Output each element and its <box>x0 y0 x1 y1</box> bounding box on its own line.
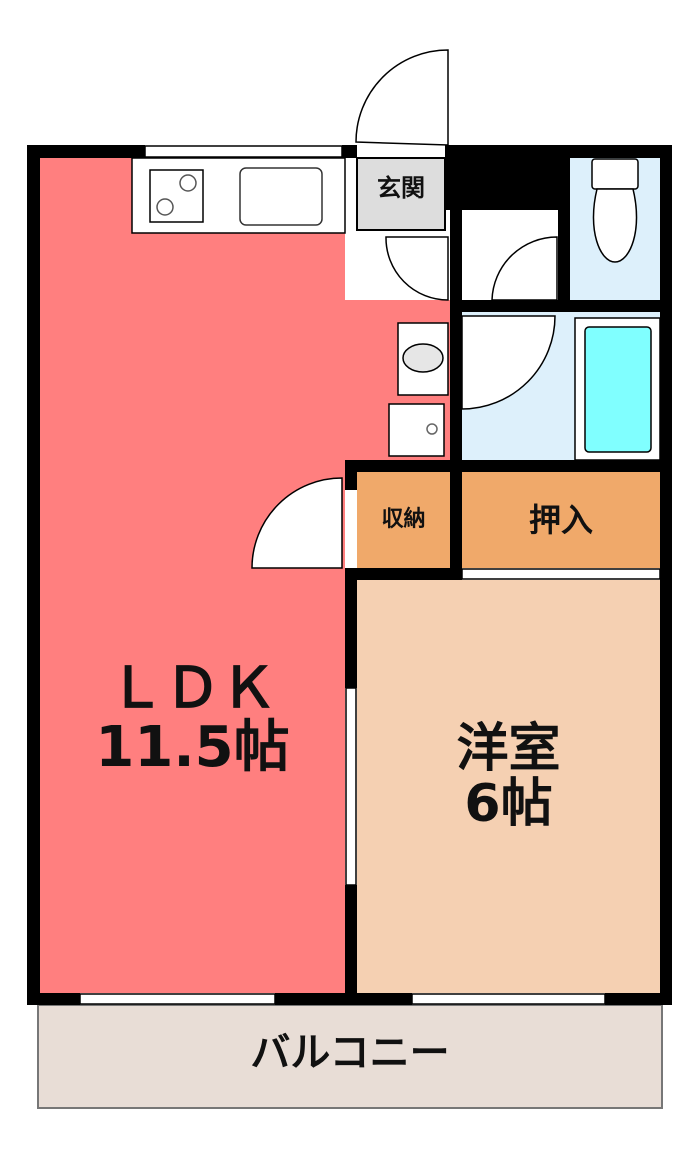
western-room-size: 6帖 <box>464 773 553 834</box>
balcony-area <box>37 1004 663 1109</box>
western-room-name: 洋室 <box>456 719 561 779</box>
windows <box>79 145 661 1005</box>
toilet-tank-icon <box>591 158 639 190</box>
stove-icon <box>149 169 204 223</box>
washbasin-bowl-icon <box>402 343 444 373</box>
western-room-area <box>357 580 660 993</box>
sink-icon <box>239 167 323 226</box>
ldk-area <box>40 158 345 993</box>
doors <box>251 49 558 569</box>
storage-label: 収納 <box>381 507 426 532</box>
toilet-bowl-icon <box>592 188 638 263</box>
closet-area <box>462 472 660 568</box>
ldk-name: ＬＤＫ <box>108 656 277 721</box>
walls <box>27 145 672 1005</box>
ldk-size: 11.5帖 <box>95 714 290 780</box>
balcony-label: バルコニー <box>250 1030 450 1076</box>
closet-label: 押入 <box>528 501 593 539</box>
ldk-label: ＬＤＫ 11.5帖 <box>40 656 345 780</box>
western-room-label: 洋室 6帖 <box>357 722 660 831</box>
storage-area <box>357 472 450 568</box>
entrance-label: 玄関 <box>377 174 425 202</box>
bathtub-icon <box>584 326 652 453</box>
